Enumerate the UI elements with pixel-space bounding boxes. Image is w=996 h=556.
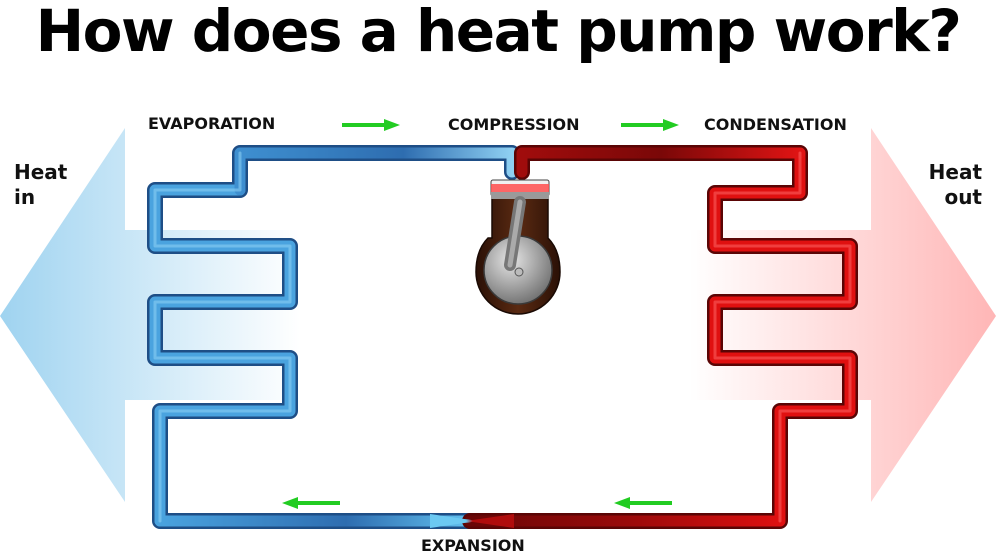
flow-arrow-icon (282, 497, 340, 509)
evaporator-coil (147, 145, 520, 529)
heat-in-line1: Heat (14, 160, 68, 184)
heat-in-line2: in (14, 185, 36, 209)
compression-label: COMPRESSION (448, 115, 580, 134)
page-title: How does a heat pump work? (35, 0, 962, 65)
flow-arrow-icon (342, 119, 400, 131)
expansion-valve-icon (430, 514, 514, 528)
heat-out-arrow-icon (690, 128, 996, 502)
expansion-label: EXPANSION (421, 536, 525, 555)
compressor-icon (475, 179, 561, 315)
flow-arrow-icon (621, 119, 679, 131)
heat-out-line2: out (944, 185, 982, 209)
evaporation-label: EVAPORATION (148, 114, 276, 133)
condenser-coil (462, 145, 858, 529)
heat-out-label: Heat out (929, 160, 982, 210)
heat-in-label: Heat in (14, 160, 67, 210)
heat-out-line1: Heat (928, 160, 982, 184)
flow-arrow-icon (614, 497, 672, 509)
condensation-label: CONDENSATION (704, 115, 847, 134)
